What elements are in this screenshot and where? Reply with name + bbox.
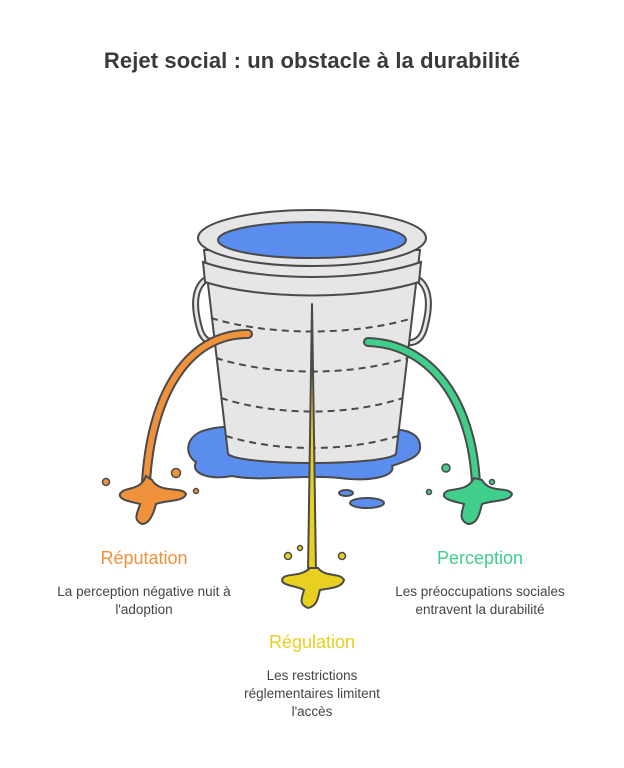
description-reputation: La perception négative nuit à l'adoption — [57, 584, 231, 617]
droplet-reputation — [170, 467, 182, 479]
label-reputation: Réputation — [100, 548, 188, 568]
bucket-water — [217, 221, 407, 259]
droplet-perception — [425, 488, 433, 496]
label-perception: Perception — [436, 548, 524, 568]
diagram-title: Rejet social : un obstacle à la durabili… — [103, 48, 521, 73]
droplet-regulation — [296, 544, 304, 552]
bucket-handle-right — [402, 274, 430, 345]
droplet-perception — [488, 478, 496, 486]
droplet-perception — [441, 463, 451, 473]
droplet-reputation — [192, 487, 200, 495]
droplet-regulation — [337, 551, 347, 561]
splash-perception — [442, 476, 514, 526]
droplet-regulation — [283, 551, 293, 561]
droplet-reputation — [101, 477, 111, 487]
bucket-band — [201, 260, 423, 297]
description-perception: Les préoccupations sociales entravent la… — [395, 584, 565, 617]
label-regulation: Régulation — [268, 632, 356, 652]
splash-reputation — [118, 474, 188, 526]
leak-stream-perception — [365, 339, 479, 487]
splash-regulation — [280, 567, 346, 610]
water-drop — [349, 497, 385, 509]
water-drop — [338, 489, 354, 497]
description-regulation: Les restrictions réglementaires limitent… — [244, 668, 380, 719]
leak-stream-reputation — [143, 331, 251, 485]
